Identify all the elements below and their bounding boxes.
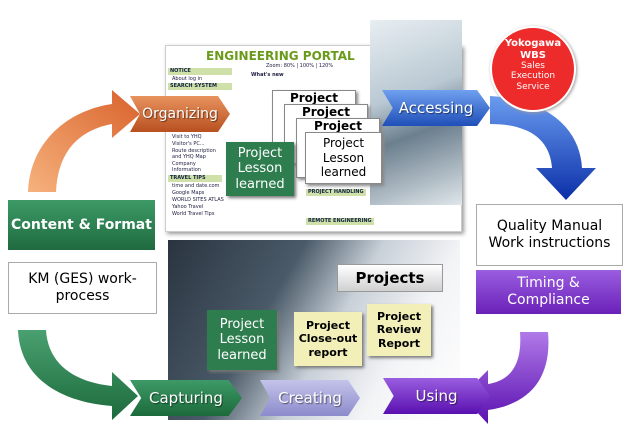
portal-link[interactable]: Visitor's PC...	[172, 141, 205, 147]
portal-whats-new: What's new	[251, 72, 284, 78]
step-organizing[interactable]: Organizing	[130, 96, 230, 132]
badge-text: Yokogawa	[504, 38, 562, 49]
content-format-box: Content & Format	[8, 200, 155, 250]
green-curved-arrow	[18, 330, 138, 420]
portal-link[interactable]: About log in	[172, 76, 203, 82]
review-report-note: Project Review Report	[367, 304, 431, 356]
portal-section: REMOTE ENGINEERING	[306, 218, 374, 225]
badge-text: Execution	[510, 71, 556, 82]
portal-section: PROJECT HANDLING	[306, 189, 366, 196]
orange-curved-arrow	[28, 90, 140, 192]
projects-label: Projects	[337, 264, 443, 292]
step-capturing[interactable]: Capturing	[130, 380, 242, 416]
portal-link[interactable]: Yahoo Travel	[172, 204, 204, 210]
portal-link[interactable]: time and date.com	[172, 183, 220, 189]
km-ges-box: KM (GES) work-process	[8, 262, 157, 314]
badge-text: Service	[516, 81, 550, 92]
portal-link[interactable]: Route description and YHQ Map	[172, 148, 216, 160]
lesson-note-green: Project Lesson learned	[226, 142, 294, 196]
portal-link[interactable]: Google Maps	[172, 190, 205, 196]
step-accessing[interactable]: Accessing	[382, 90, 490, 126]
portal-section: SEARCH SYSTEM	[168, 83, 232, 90]
blue-curved-arrow	[490, 96, 596, 200]
portal-link[interactable]: Company Information	[172, 161, 201, 173]
step-using[interactable]: Using	[383, 378, 490, 414]
portal-zoom[interactable]: Zoom: 80% | 100% | 120%	[266, 63, 334, 69]
lesson-card: Project Lesson learned	[305, 132, 382, 184]
lesson-note-green-2: Project Lesson learned	[207, 310, 277, 370]
badge-text: Sales	[521, 61, 545, 71]
step-creating[interactable]: Creating	[260, 380, 360, 416]
portal-link[interactable]: Visit to YHQ	[172, 134, 202, 140]
quality-manual-box: Quality Manual Work instructions	[476, 204, 623, 266]
portal-link[interactable]: World Travel Tips	[172, 211, 215, 217]
portal-section: TRAVEL TIPS	[168, 175, 222, 182]
badge-text: WBS	[520, 49, 546, 61]
timing-compliance-box: Timing & Compliance	[476, 270, 621, 314]
portal-link[interactable]: WORLD SITES ATLAS	[172, 197, 224, 203]
portal-title: ENGINEERING PORTAL	[206, 49, 355, 63]
yokogawa-wbs-badge: Yokogawa WBS Sales Execution Service	[490, 26, 576, 112]
closeout-report-note: Project Close-out report	[294, 312, 362, 366]
portal-section: NOTICE	[168, 68, 232, 75]
